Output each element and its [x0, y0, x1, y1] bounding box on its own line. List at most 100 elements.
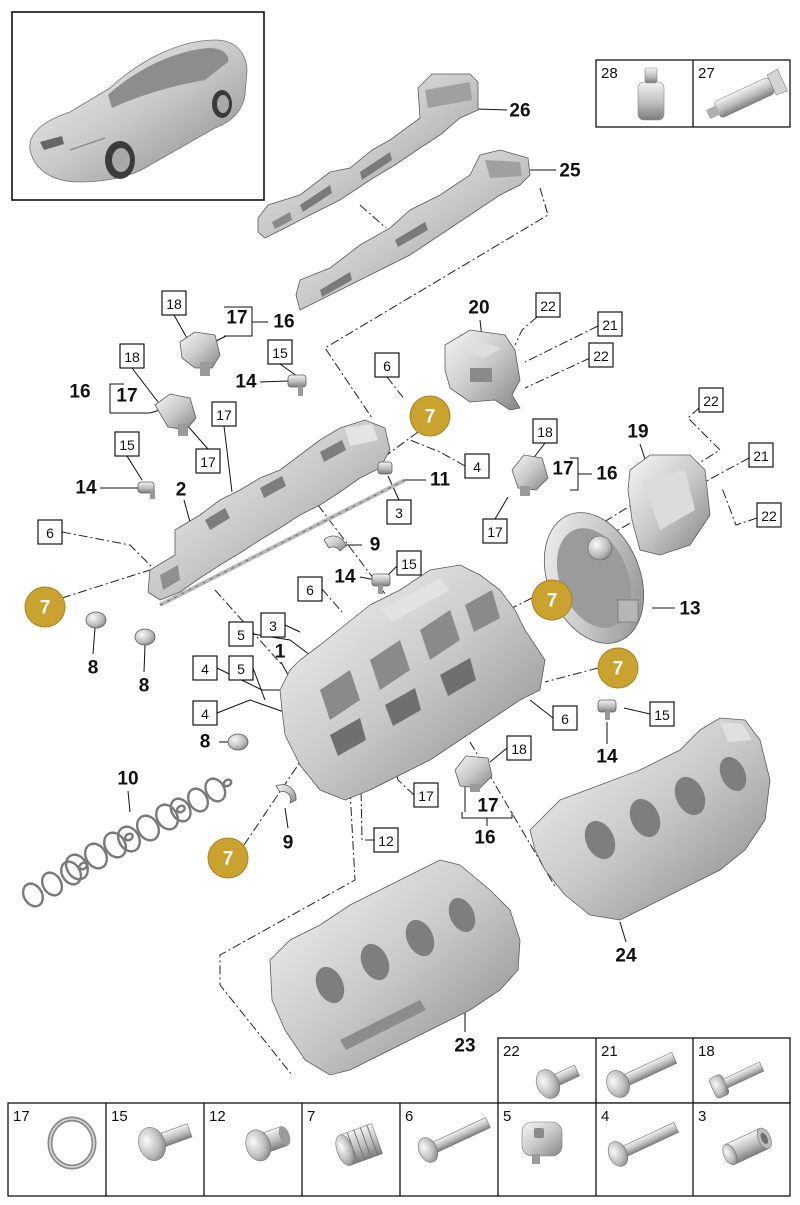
- marker-circle: [24, 586, 66, 628]
- callout-17[interactable]: 17: [116, 386, 137, 407]
- callout-8[interactable]: 8: [139, 676, 150, 697]
- part-14-sensor-mid: [371, 573, 391, 594]
- legend-label-12: 12: [209, 1108, 226, 1125]
- callout-box-18[interactable]: 18: [119, 343, 145, 369]
- callout-14[interactable]: 14: [235, 372, 257, 393]
- marker-7[interactable]: 7: [24, 586, 66, 628]
- callout-box-12[interactable]: 12: [373, 827, 399, 853]
- part-14-sensor-top: [287, 374, 307, 396]
- marker-7[interactable]: 7: [409, 395, 451, 437]
- callout-box-22[interactable]: 22: [698, 387, 724, 413]
- callout-box-22[interactable]: 22: [588, 342, 614, 368]
- callout-8[interactable]: 8: [200, 732, 211, 753]
- callout-17[interactable]: 17: [552, 459, 573, 480]
- part-1-cylinder-head: [279, 564, 546, 801]
- callout-box-17[interactable]: 17: [413, 782, 439, 808]
- callout-13[interactable]: 13: [679, 599, 700, 620]
- marker-7[interactable]: 7: [597, 647, 639, 689]
- callout-box-label: 12: [378, 833, 394, 849]
- callout-20[interactable]: 20: [468, 298, 489, 319]
- callout-23[interactable]: 23: [454, 1036, 475, 1057]
- callout-box-15[interactable]: 15: [114, 431, 140, 457]
- callout-25[interactable]: 25: [559, 161, 581, 182]
- callout-box-4[interactable]: 4: [192, 655, 218, 681]
- callout-11[interactable]: 11: [430, 470, 451, 491]
- callout-16[interactable]: 16: [474, 828, 495, 849]
- callout-box-18[interactable]: 18: [532, 418, 558, 444]
- callout-16[interactable]: 16: [596, 464, 617, 485]
- marker-7[interactable]: 7: [531, 579, 573, 621]
- callout-box-17[interactable]: 17: [482, 518, 508, 544]
- callout-box-6[interactable]: 6: [552, 705, 578, 731]
- callout-box-frame: [756, 502, 782, 528]
- callout-box-17[interactable]: 17: [211, 401, 237, 427]
- callout-box-6[interactable]: 6: [374, 352, 400, 378]
- bolt-icon: [607, 1122, 679, 1167]
- callout-9[interactable]: 9: [370, 535, 381, 556]
- callout-14[interactable]: 14: [596, 747, 618, 768]
- callout-9[interactable]: 9: [283, 833, 294, 854]
- callout-box-5[interactable]: 5: [228, 655, 254, 681]
- callout-box-frame: [228, 621, 254, 647]
- callout-box-frame: [119, 343, 145, 369]
- part-10-gaskets: [21, 777, 233, 908]
- callout-box-label: 3: [395, 505, 403, 521]
- callout-box-frame: [464, 453, 490, 479]
- callout-box-6[interactable]: 6: [37, 519, 63, 545]
- callout-26[interactable]: 26: [509, 101, 530, 122]
- callout-10[interactable]: 10: [117, 769, 138, 790]
- callout-box-15[interactable]: 15: [267, 339, 293, 365]
- callout-box-label: 22: [540, 298, 556, 314]
- callout-box-3[interactable]: 3: [260, 612, 286, 638]
- callout-box-label: 5: [237, 627, 245, 643]
- marker-label: 7: [613, 659, 624, 680]
- callout-14[interactable]: 14: [334, 567, 356, 588]
- legend-label-27: 27: [698, 65, 715, 82]
- callout-box-4[interactable]: 4: [192, 700, 218, 726]
- callout-17[interactable]: 17: [226, 308, 247, 329]
- part-9-half-ring-upper: [323, 535, 347, 552]
- callout-16[interactable]: 16: [69, 382, 90, 403]
- callout-2[interactable]: 2: [176, 480, 187, 501]
- marker-7[interactable]: 7: [207, 837, 249, 879]
- callout-17[interactable]: 17: [477, 796, 498, 817]
- callout-box-label: 17: [418, 788, 434, 804]
- callout-box-21[interactable]: 21: [597, 311, 623, 337]
- callout-box-label: 22: [761, 508, 777, 524]
- callout-box-6[interactable]: 6: [297, 576, 323, 602]
- callout-box-18[interactable]: 18: [161, 290, 187, 316]
- callout-box-label: 18: [511, 741, 527, 757]
- marker-label: 7: [40, 598, 51, 619]
- callout-box-15[interactable]: 15: [396, 550, 422, 576]
- callout-19[interactable]: 19: [627, 422, 648, 443]
- callout-box-frame: [535, 292, 561, 318]
- callout-box-frame: [413, 782, 439, 808]
- callout-box-label: 15: [272, 345, 288, 361]
- callout-box-22[interactable]: 22: [535, 292, 561, 318]
- callout-box-label: 22: [593, 348, 609, 364]
- callout-box-15[interactable]: 15: [649, 701, 675, 727]
- callout-box-5[interactable]: 5: [228, 621, 254, 647]
- callout-box-label: 18: [166, 296, 182, 312]
- callout-box-17[interactable]: 17: [195, 448, 221, 474]
- callout-box-4[interactable]: 4: [464, 453, 490, 479]
- callout-box-frame: [114, 431, 140, 457]
- callout-24[interactable]: 24: [615, 946, 637, 967]
- callout-box-label: 18: [124, 349, 140, 365]
- car-windows: [108, 48, 229, 108]
- callout-box-3[interactable]: 3: [386, 499, 412, 525]
- bolt-icon: [535, 1064, 580, 1099]
- callout-box-21[interactable]: 21: [748, 442, 774, 468]
- callout-14[interactable]: 14: [75, 478, 97, 499]
- fluid-bottle-icon: [637, 67, 665, 121]
- callout-box-18[interactable]: 18: [506, 735, 532, 761]
- sensor-icon: [521, 1121, 563, 1164]
- callout-8[interactable]: 8: [88, 658, 99, 679]
- socket-bolt-icon: [709, 1061, 765, 1099]
- legend-label-17: 17: [13, 1108, 30, 1125]
- callout-box-22[interactable]: 22: [756, 502, 782, 528]
- callout-box-label: 4: [201, 706, 209, 722]
- callout-16[interactable]: 16: [273, 312, 294, 333]
- callout-box-label: 4: [473, 459, 481, 475]
- callout-1[interactable]: 1: [275, 642, 286, 663]
